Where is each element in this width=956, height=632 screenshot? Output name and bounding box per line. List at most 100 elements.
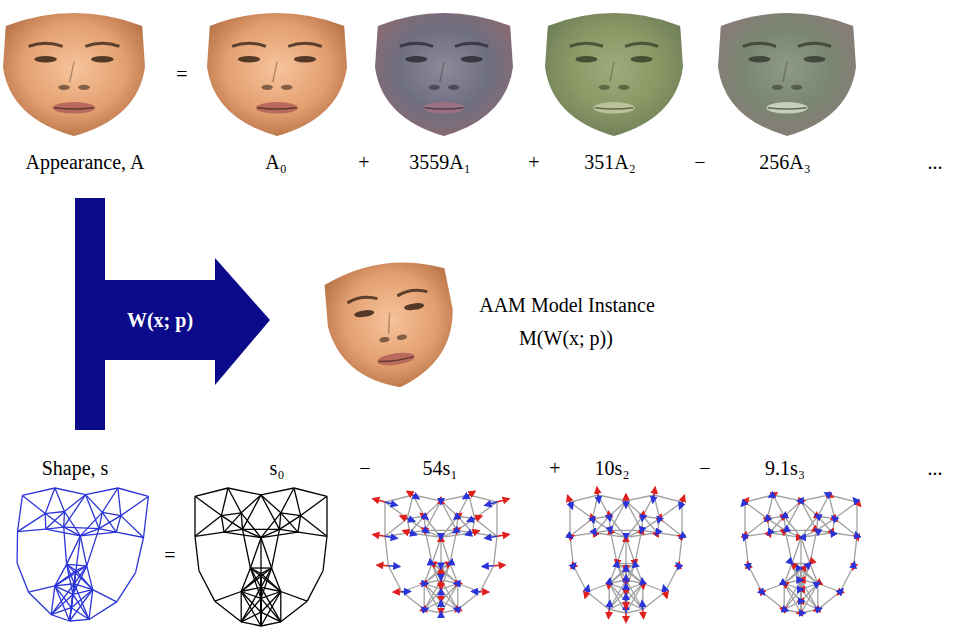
eye (631, 56, 653, 62)
mesh-edge (657, 519, 659, 533)
mesh-edge (458, 584, 480, 592)
mesh-edge (440, 580, 441, 601)
mesh-edge (784, 580, 801, 610)
mesh-edge (384, 502, 385, 536)
mode-vector (591, 514, 592, 518)
label: − (694, 151, 705, 173)
mesh-edge (221, 513, 241, 516)
mode-vector (458, 583, 462, 585)
mesh-edge (570, 495, 598, 502)
mode-vector (625, 575, 627, 580)
mesh-edge (224, 529, 242, 532)
mode-vector (641, 578, 643, 583)
mesh-edge (818, 495, 829, 516)
mesh-edge (643, 592, 665, 610)
mode-vector (458, 514, 462, 517)
mesh-edge (424, 580, 441, 610)
mode-vector (413, 495, 419, 499)
mesh-edge (625, 589, 626, 601)
mesh-edge (625, 589, 626, 613)
mesh-edge (51, 608, 71, 615)
label: 54s₁ (423, 457, 458, 479)
mode-vector (592, 519, 593, 523)
label: + (549, 457, 560, 479)
mode-vector (454, 583, 458, 585)
mode-vector (373, 499, 385, 502)
mesh-edge (243, 495, 261, 530)
mesh-edge (817, 584, 818, 610)
eyebrow (798, 43, 831, 46)
mesh-edge (243, 529, 280, 530)
nostril (78, 85, 89, 90)
mesh-edge (67, 564, 73, 594)
mode-vector (616, 563, 618, 565)
mode-vector (485, 502, 497, 505)
mesh-edge (243, 529, 251, 568)
mode-vector (467, 519, 474, 522)
mesh-edge (625, 568, 626, 601)
mesh-edge (385, 533, 410, 537)
mode-vector (773, 493, 777, 495)
mesh-edge (441, 563, 450, 589)
mesh-edge (241, 592, 261, 613)
mesh-edge (770, 530, 786, 532)
mesh-edge (413, 495, 424, 516)
mesh-edge (801, 533, 832, 538)
mesh-edge (818, 592, 840, 610)
mesh-edge (71, 594, 73, 607)
mode-vector (608, 584, 610, 589)
mesh-edge (745, 533, 770, 537)
mesh-edge (326, 496, 327, 536)
mode-vector (440, 579, 442, 581)
mesh-edge (626, 533, 657, 538)
mesh-edge (832, 533, 857, 537)
mesh-edge (854, 536, 857, 566)
mesh-edge (441, 537, 450, 563)
eye (294, 56, 316, 62)
mesh-edge (609, 601, 626, 609)
mesh-edge (194, 496, 195, 536)
eye (354, 309, 375, 318)
mode-vector (800, 567, 803, 569)
eye (804, 56, 826, 62)
mode-vector (407, 491, 413, 495)
mesh-edge (801, 580, 818, 584)
mode-vector (440, 600, 442, 602)
mesh-edge (261, 488, 294, 495)
mode-vector (587, 586, 589, 592)
mesh-edge (643, 584, 665, 592)
label: Shape, s (42, 457, 109, 479)
mode-vector (770, 531, 771, 533)
mesh-edge (792, 563, 810, 564)
mesh-edge (281, 488, 294, 513)
mesh-edge (45, 514, 47, 529)
mode-vector (385, 502, 397, 505)
mesh-edge (784, 580, 801, 584)
mode-vector (816, 584, 818, 585)
mode-vector (784, 609, 788, 610)
mode-vector (421, 514, 425, 517)
mesh-edge (745, 495, 773, 502)
mode-vector (440, 536, 442, 538)
mesh-edge (261, 592, 281, 627)
mode-vector (762, 592, 765, 595)
mode-vector (625, 494, 627, 501)
mode-vector (625, 537, 627, 539)
mode-vector (747, 562, 749, 566)
mode-vector (768, 533, 769, 535)
mode-vector (430, 562, 432, 564)
mesh-edge (440, 601, 441, 613)
mesh-edge (74, 584, 92, 590)
mesh-edge (800, 589, 801, 601)
mode-vector (616, 561, 618, 563)
mesh-edge (792, 537, 801, 563)
mode-vector (625, 536, 627, 538)
mode-vector (450, 562, 452, 564)
mesh-edge (80, 512, 102, 535)
mode-vector (373, 534, 385, 536)
mode-vector (797, 500, 801, 502)
eyebrow (743, 43, 776, 46)
mode-vector (494, 564, 505, 566)
mesh-edge (441, 580, 458, 584)
mesh-edge (626, 584, 643, 602)
